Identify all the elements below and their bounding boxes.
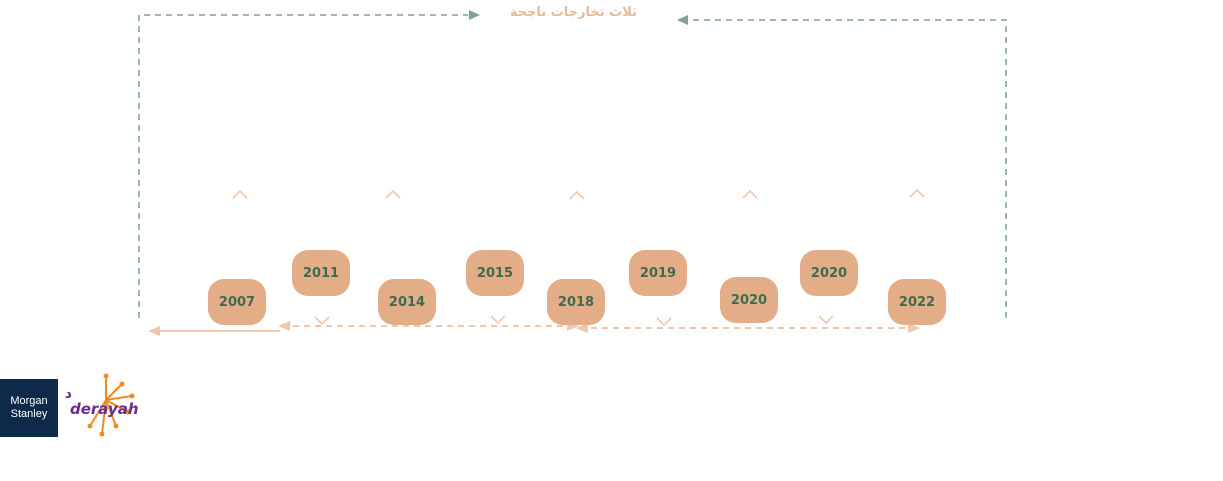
arrowhead-3-right	[908, 323, 920, 333]
arrowhead-3-left	[576, 323, 588, 333]
arrowhead-1-left	[148, 326, 160, 336]
down-chevrons	[314, 315, 834, 327]
year-pill-2019: 2019	[629, 250, 687, 296]
up-chevrons	[232, 188, 925, 200]
exits-title: ثلاث تخارجات ناجحة	[509, 5, 637, 20]
chevron-down-icon	[656, 317, 672, 327]
arrowhead-2-left	[278, 321, 290, 331]
chevron-down-icon	[490, 315, 506, 325]
frame-right-line	[690, 19, 1007, 318]
ms-logo-line1: Morgan	[10, 395, 48, 407]
period-arrowheads	[148, 321, 920, 336]
year-pill-2020-a: 2020	[720, 277, 778, 323]
morgan-stanley-logo: Morgan Stanley	[0, 379, 58, 437]
exit-frame	[138, 14, 1007, 318]
sunburst-icon	[89, 376, 133, 435]
chevron-up-icon	[232, 189, 248, 199]
chevron-up-icon	[909, 188, 925, 198]
chevron-up-icon	[569, 190, 585, 200]
year-pill-2015: 2015	[466, 250, 524, 296]
year-pill-2007: 2007	[208, 279, 266, 325]
chevron-down-icon	[314, 316, 330, 326]
frame-right-arrowhead	[677, 15, 688, 25]
chevron-down-icon	[818, 315, 834, 325]
derayah-arabic-text: دراية	[64, 386, 72, 402]
derayah-logo-mark: دراية	[64, 373, 135, 437]
ms-logo-line2: Stanley	[10, 408, 48, 420]
frame-left-arrowhead	[469, 10, 480, 20]
year-pill-2014: 2014	[378, 279, 436, 325]
year-pill-2020-b: 2020	[800, 250, 858, 296]
chevron-up-icon	[385, 189, 401, 199]
chevron-up-icon	[742, 189, 758, 199]
year-pill-2018: 2018	[547, 279, 605, 325]
frame-left-line	[138, 14, 468, 318]
period-arrows	[150, 325, 916, 332]
year-pill-2022: 2022	[888, 279, 946, 325]
derayah-latin-text: derayah	[70, 400, 139, 418]
year-pill-2011: 2011	[292, 250, 350, 296]
